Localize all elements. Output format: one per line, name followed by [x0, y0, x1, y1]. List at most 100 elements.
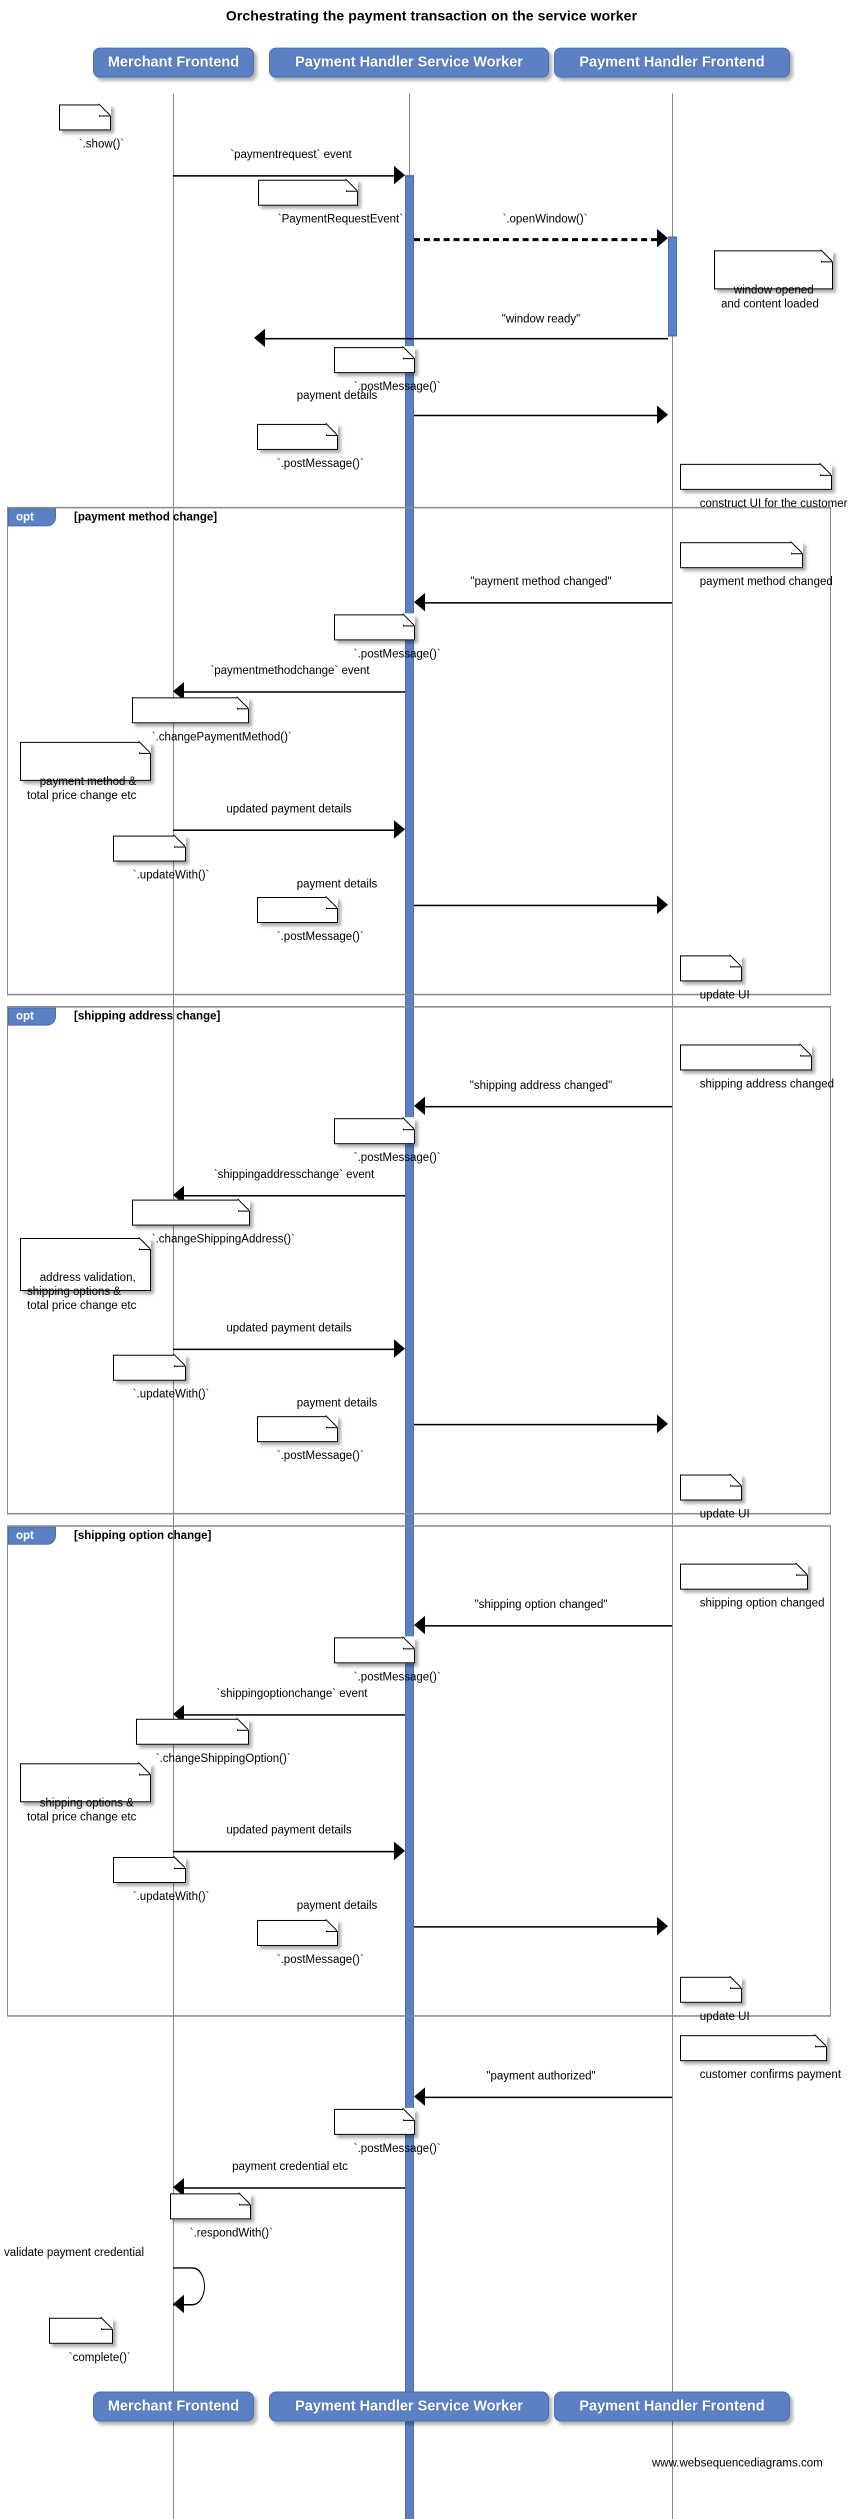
- message-label-shipping-option-changed: "shipping option changed": [474, 1598, 608, 1611]
- note-text: `.show()`: [78, 138, 125, 151]
- note-update-ui-3: update UI: [680, 1975, 750, 2023]
- footer-credit-link[interactable]: www.websequencediagrams.com: [652, 2457, 823, 2470]
- message-arrow-payment-details-2: [657, 895, 668, 914]
- fragment-tab-opt-1: opt: [8, 508, 56, 527]
- note-fold-icon: [730, 1473, 742, 1487]
- note-postmessage-4: `.postMessage()`: [257, 896, 364, 943]
- actor-label: Merchant Frontend: [107, 54, 240, 71]
- message-label-window-ready: "window ready": [501, 313, 581, 326]
- note-fold-icon: [237, 696, 249, 710]
- actor-service-worker-bottom[interactable]: Payment Handler Service Worker: [269, 2391, 549, 2422]
- message-arrow-updated-details-1: [394, 820, 405, 839]
- message-line-updated-details-2: [173, 1348, 394, 1351]
- note-customer-confirms-payment: customer confirms payment: [680, 2034, 841, 2081]
- message-line-updated-details-3: [173, 1850, 394, 1853]
- message-label-updated-details-3: updated payment details: [226, 1824, 352, 1837]
- activation-service-worker: [405, 175, 414, 2519]
- actor-label: Payment Handler Service Worker: [295, 54, 523, 71]
- page-title: Orchestrating the payment transaction on…: [225, 7, 638, 24]
- actor-payment-handler-frontend-top[interactable]: Payment Handler Frontend: [554, 47, 790, 78]
- fragment-opt-shipping-option-change: [7, 1525, 831, 2017]
- note-text: construct UI for the customer: [699, 497, 848, 510]
- note-shipping-address-changed: shipping address changed: [680, 1043, 834, 1090]
- note-text: `complete()`: [68, 2351, 131, 2364]
- note-shipping-option-changed: shipping option changed: [680, 1562, 824, 1610]
- message-arrow-payment-details-3: [657, 1414, 668, 1434]
- actor-label: Merchant Frontend: [107, 2398, 240, 2415]
- note-construct-ui: construct UI for the customer: [680, 462, 847, 510]
- message-label-shippingoptionchange: `shippingoptionchange` event: [216, 1688, 368, 1701]
- note-text: `PaymentRequestEvent`: [277, 213, 404, 226]
- message-arrow-shippingoptionchange: [173, 1704, 184, 1724]
- message-label-payment-details-4: payment details: [296, 1900, 378, 1913]
- message-label-payment-method-changed: "payment method changed": [470, 575, 612, 588]
- note-text: address validation, shipping options & t…: [27, 1271, 137, 1312]
- message-arrow-shipping-option-changed: [414, 1615, 425, 1635]
- lifeline-payment-handler-frontend: [672, 93, 673, 2519]
- note-text: `.changeShippingOption()`: [155, 1752, 291, 1765]
- note-payment-method-changed: payment method changed: [680, 541, 833, 588]
- message-label-payment-authorized: "payment authorized": [486, 2070, 596, 2083]
- note-fold-icon: [139, 1236, 151, 1250]
- actor-service-worker-top[interactable]: Payment Handler Service Worker: [269, 47, 549, 78]
- note-text: `.postMessage()`: [353, 381, 441, 394]
- note-text: window opened and content loaded: [721, 284, 819, 311]
- message-line-updated-details-1: [173, 829, 394, 831]
- note-fold-icon: [796, 1562, 808, 1576]
- message-label-updated-details-2: updated payment details: [226, 1322, 352, 1335]
- fragment-opt-payment-method-change: [7, 506, 831, 996]
- message-arrow-payment-credential: [173, 2178, 184, 2197]
- message-line-paymentrequest: [173, 175, 394, 177]
- actor-merchant-frontend-bottom[interactable]: Merchant Frontend: [93, 2391, 254, 2422]
- note-shipping-options-price: shipping options & total price change et…: [20, 1762, 151, 1823]
- note-fold-icon: [326, 896, 338, 910]
- note-fold-icon: [237, 1717, 249, 1731]
- note-text: `.changeShippingAddress()`: [151, 1233, 295, 1246]
- fragment-condition-3: [shipping option change]: [74, 1529, 212, 1542]
- actor-payment-handler-frontend-bottom[interactable]: Payment Handler Frontend: [554, 2391, 790, 2422]
- note-text: shipping options & total price change et…: [27, 1797, 137, 1824]
- message-arrow-payment-method-changed: [414, 592, 425, 612]
- message-line-payment-details-1: [414, 414, 657, 417]
- note-fold-icon: [239, 2192, 251, 2206]
- message-arrow-shipping-address-changed: [414, 1096, 425, 1116]
- note-text: `.postMessage()`: [353, 2142, 441, 2155]
- note-text: payment method & total price change etc: [27, 775, 137, 802]
- note-update-with-1: `.updateWith()`: [113, 834, 209, 882]
- message-line-openwindow: [414, 238, 657, 242]
- note-text: customer confirms payment: [699, 2069, 842, 2082]
- note-text: `.updateWith()`: [132, 1388, 210, 1401]
- note-postmessage-6: `.postMessage()`: [257, 1415, 364, 1462]
- message-arrow-payment-authorized: [414, 2087, 425, 2106]
- message-line-payment-details-2: [414, 904, 657, 907]
- note-postmessage-7: `.postMessage()`: [334, 1636, 441, 1683]
- note-text: update UI: [699, 989, 750, 1002]
- note-fold-icon: [99, 103, 111, 117]
- note-fold-icon: [730, 1975, 742, 1989]
- note-change-shipping-address: `.changeShippingAddress()`: [132, 1198, 295, 1246]
- note-update-ui-2: update UI: [680, 1473, 750, 1521]
- actor-label: Payment Handler Frontend: [579, 2398, 765, 2415]
- note-fold-icon: [139, 740, 151, 754]
- note-update-with-3: `.updateWith()`: [113, 1855, 209, 1903]
- message-arrow-openwindow: [657, 228, 668, 248]
- note-fold-icon: [326, 1918, 338, 1932]
- actor-merchant-frontend-top[interactable]: Merchant Frontend: [93, 47, 254, 78]
- note-postmessage-5: `.postMessage()`: [334, 1117, 441, 1164]
- fragment-opt-shipping-address-change: [7, 1006, 831, 1515]
- note-text: `.postMessage()`: [353, 1671, 441, 1684]
- note-fold-icon: [174, 1353, 186, 1367]
- message-arrow-updated-details-2: [394, 1339, 405, 1358]
- message-line-shipping-option-changed: [425, 1625, 672, 1627]
- note-complete: `complete()`: [49, 2316, 131, 2364]
- note-text: `.postMessage()`: [353, 1152, 441, 1165]
- note-fold-icon: [174, 834, 186, 848]
- note-fold-icon: [820, 462, 832, 476]
- note-text: `.updateWith()`: [132, 869, 210, 882]
- note-fold-icon: [174, 1855, 186, 1869]
- message-label-payment-details-3: payment details: [296, 1397, 378, 1410]
- note-update-with-2: `.updateWith()`: [113, 1353, 209, 1401]
- message-label-updated-details-1: updated payment details: [226, 803, 352, 816]
- message-line-payment-credential: [184, 2187, 405, 2189]
- note-fold-icon: [815, 2034, 827, 2048]
